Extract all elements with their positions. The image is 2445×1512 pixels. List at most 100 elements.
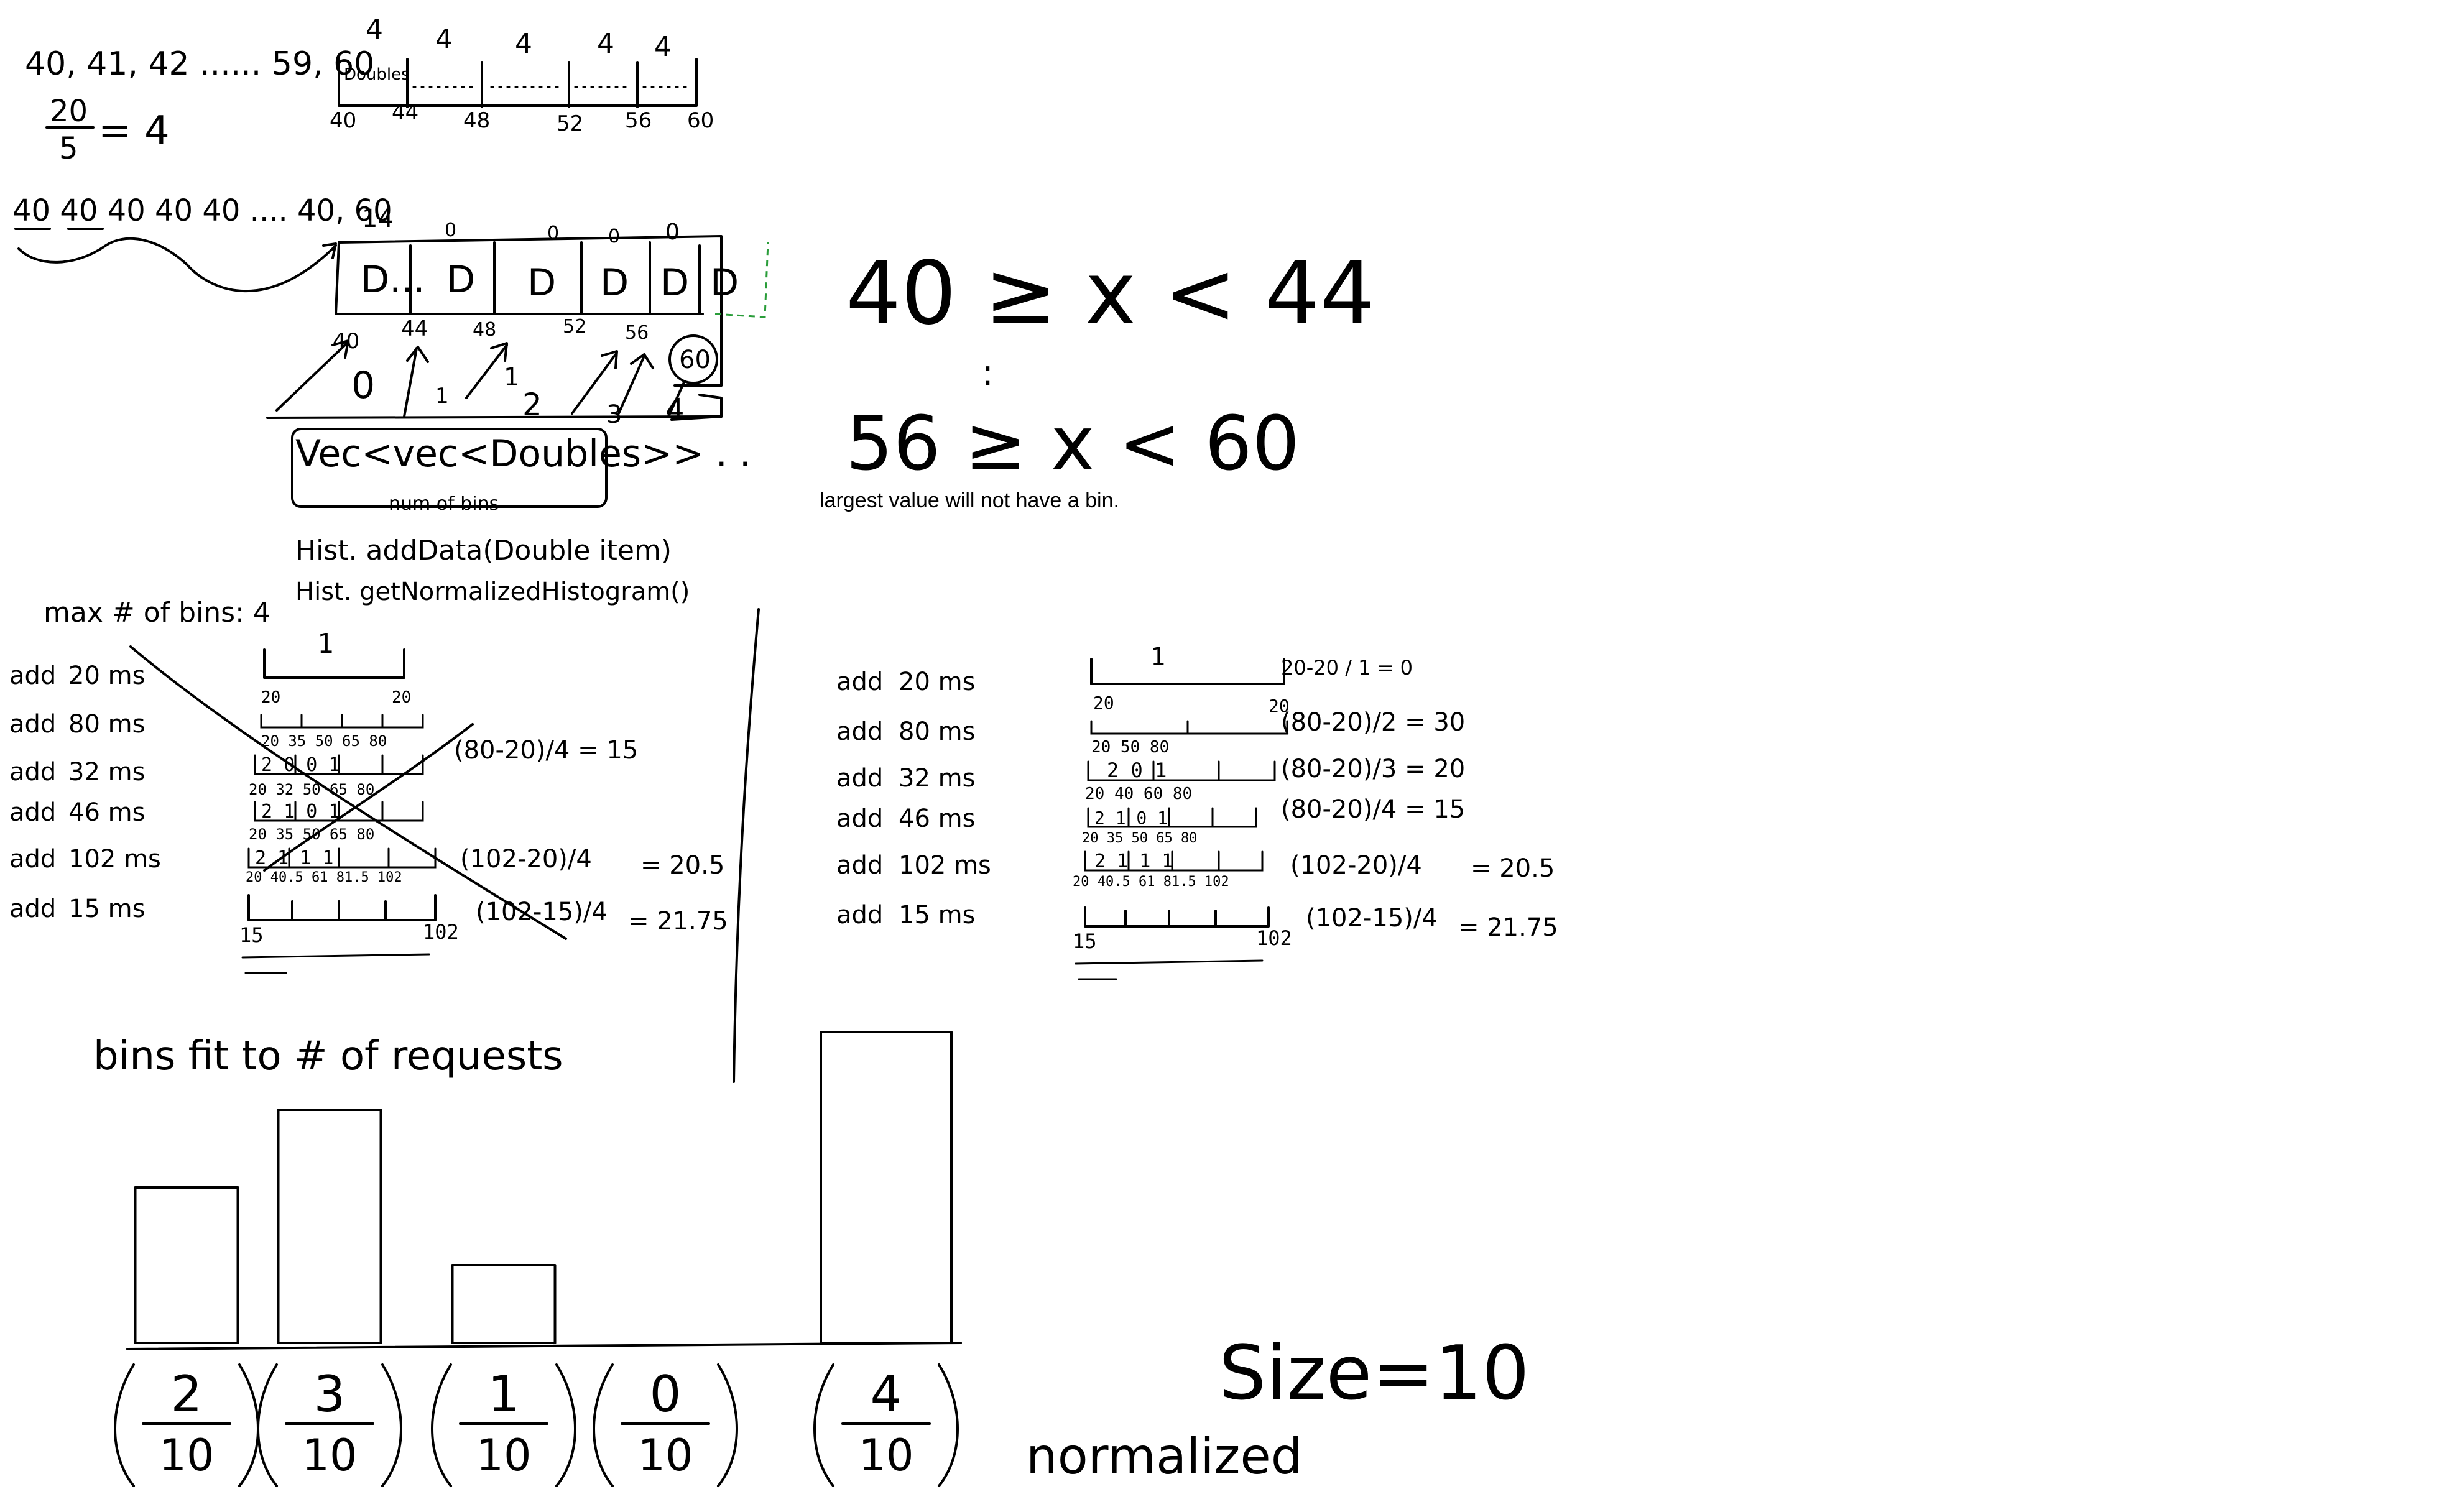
svg-text:32 ms: 32 ms xyxy=(68,758,145,786)
svg-text:D: D xyxy=(600,261,629,305)
svg-text:20 35 50 65 80: 20 35 50 65 80 xyxy=(261,732,387,750)
svg-text:= 21.75: = 21.75 xyxy=(628,907,728,936)
svg-text:52: 52 xyxy=(557,111,583,136)
left-call-1: add xyxy=(9,710,56,739)
right-call-1: add xyxy=(836,717,883,746)
range-first: 40 ≥ x < 44 xyxy=(846,243,1375,344)
svg-text:20-20 / 1 = 0: 20-20 / 1 = 0 xyxy=(1281,656,1413,680)
svg-text:3: 3 xyxy=(606,400,622,429)
svg-text:(80-20)/3 = 20: (80-20)/3 = 20 xyxy=(1281,755,1465,783)
fraction-num-3: 0 xyxy=(650,1365,682,1423)
hist-add-note: Hist. addData(Double item) xyxy=(295,535,672,566)
fraction-den-3: 10 xyxy=(637,1430,693,1481)
fraction-num-1: 3 xyxy=(314,1365,346,1423)
svg-text:0: 0 xyxy=(445,219,456,241)
row2-index-labels: 0 1 1 2 3 4 xyxy=(351,363,685,429)
svg-text:20 50 80: 20 50 80 xyxy=(1091,738,1169,757)
fraction-paren-left-2 xyxy=(431,1363,452,1487)
top-fraction-num: 20 xyxy=(50,94,88,129)
right-formulas: 20-20 / 1 = 0 (80-20)/2 = 30 (80-20)/3 =… xyxy=(1281,656,1558,942)
svg-text:(80-20)/4 = 15: (80-20)/4 = 15 xyxy=(1281,795,1465,824)
svg-text:102: 102 xyxy=(423,920,459,944)
left-formulas: (80-20)/4 = 15 (102-20)/4 = 20.5 (102-15… xyxy=(454,736,728,936)
bar-1 xyxy=(277,1109,382,1344)
top-box-label: Doubles xyxy=(344,65,410,84)
svg-text:4: 4 xyxy=(665,392,685,427)
svg-text:80 ms: 80 ms xyxy=(899,717,975,746)
svg-text:4: 4 xyxy=(515,28,532,60)
svg-text:20 ms: 20 ms xyxy=(899,668,975,696)
svg-text:20 32 50 65 80: 20 32 50 65 80 xyxy=(249,781,374,798)
bars-group xyxy=(134,1031,953,1344)
svg-text:= 21.75: = 21.75 xyxy=(1458,913,1558,942)
svg-text:D: D xyxy=(710,261,739,305)
range-dots: : xyxy=(981,351,994,395)
row2-circle-60 xyxy=(668,334,718,384)
top-fraction-eq: = 4 xyxy=(98,108,170,154)
svg-text:48: 48 xyxy=(463,108,490,133)
fraction-num-2: 1 xyxy=(488,1365,520,1423)
row2-bins-box xyxy=(335,235,769,387)
left-call-0: add xyxy=(9,662,56,690)
svg-text:1: 1 xyxy=(317,628,334,660)
svg-text:2 1 1 1: 2 1 1 1 xyxy=(1094,850,1173,872)
svg-text:15 ms: 15 ms xyxy=(68,895,145,923)
svg-text:14: 14 xyxy=(362,205,394,233)
svg-text:1: 1 xyxy=(504,363,519,392)
left-call-3: add xyxy=(9,798,56,827)
top-fraction-den: 5 xyxy=(59,131,78,166)
svg-text:0: 0 xyxy=(665,219,680,245)
fraction-paren-right-4 xyxy=(938,1363,959,1487)
svg-text:20: 20 xyxy=(1269,696,1290,716)
fraction-num-0: 2 xyxy=(171,1365,203,1423)
hist-get-note: Hist. getNormalizedHistogram() xyxy=(295,578,690,606)
svg-text:= 20.5: = 20.5 xyxy=(640,851,724,880)
svg-text:15 ms: 15 ms xyxy=(899,901,975,929)
svg-text:4: 4 xyxy=(597,28,614,60)
fraction-den-0: 10 xyxy=(159,1430,214,1481)
svg-text:(80-20)/4 = 15: (80-20)/4 = 15 xyxy=(454,736,638,765)
svg-text:D: D xyxy=(527,261,556,305)
max-bins-note: max # of bins: 4 xyxy=(44,597,270,629)
typed-note: largest value will not have a bin. xyxy=(820,489,1119,512)
svg-text:20 40.5 61 81.5 102: 20 40.5 61 81.5 102 xyxy=(1073,874,1229,890)
svg-text:56: 56 xyxy=(625,322,649,344)
fraction-num-4: 4 xyxy=(871,1365,902,1423)
svg-text:1: 1 xyxy=(435,384,449,408)
top-sequence: 40, 41, 42 ...... 59, 60 xyxy=(25,45,374,83)
right-call-2: add xyxy=(836,764,883,793)
svg-text:2 0 1: 2 0 1 xyxy=(1107,758,1167,782)
row2-bracket xyxy=(670,394,723,421)
svg-text:20: 20 xyxy=(261,688,280,707)
svg-text:0: 0 xyxy=(608,226,620,247)
svg-text:20 40 60 80: 20 40 60 80 xyxy=(1085,785,1192,803)
bar-2 xyxy=(451,1264,557,1344)
svg-text:(102-20)/4: (102-20)/4 xyxy=(1290,851,1422,880)
row2-box-cells: D... D D D D D xyxy=(361,258,739,305)
svg-text:(80-20)/2 = 30: (80-20)/2 = 30 xyxy=(1281,708,1465,737)
row2-circle-label: 60 xyxy=(679,346,711,374)
svg-text:15: 15 xyxy=(1073,929,1097,953)
svg-text:D: D xyxy=(446,258,475,302)
svg-text:20 40.5 61 81.5 102: 20 40.5 61 81.5 102 xyxy=(246,870,402,885)
fraction-paren-left-0 xyxy=(114,1363,135,1487)
vec-subtext: num of bins xyxy=(389,493,499,515)
vec-box xyxy=(291,428,608,508)
svg-text:= 20.5: = 20.5 xyxy=(1471,854,1555,883)
row2-counts: 14 0 0 0 0 xyxy=(362,205,680,247)
vec-text: Vec<vec<Doubles>> . . xyxy=(295,432,751,476)
svg-text:(102-15)/4: (102-15)/4 xyxy=(476,898,608,926)
svg-text:2 1 1 1: 2 1 1 1 xyxy=(255,847,333,869)
left-call-4: add xyxy=(9,845,56,874)
right-call-4: add xyxy=(836,851,883,880)
size-label: Size=10 xyxy=(1219,1330,1530,1417)
right-calls: add 20 ms add 80 ms add 32 ms add 46 ms … xyxy=(836,668,991,929)
vec-top-line xyxy=(266,415,723,419)
row2-arrow-curve xyxy=(17,237,337,293)
svg-text:46 ms: 46 ms xyxy=(68,798,145,827)
top-counts: 4 4 4 4 4 xyxy=(366,14,672,63)
left-bin-sketches: 1 20 20 20 35 50 65 80 2 0 0 1 20 32 50 … xyxy=(129,628,567,974)
svg-text:2 1 0 1: 2 1 0 1 xyxy=(261,801,340,823)
row2-index-arrows xyxy=(275,339,685,418)
svg-text:40: 40 xyxy=(330,108,356,133)
